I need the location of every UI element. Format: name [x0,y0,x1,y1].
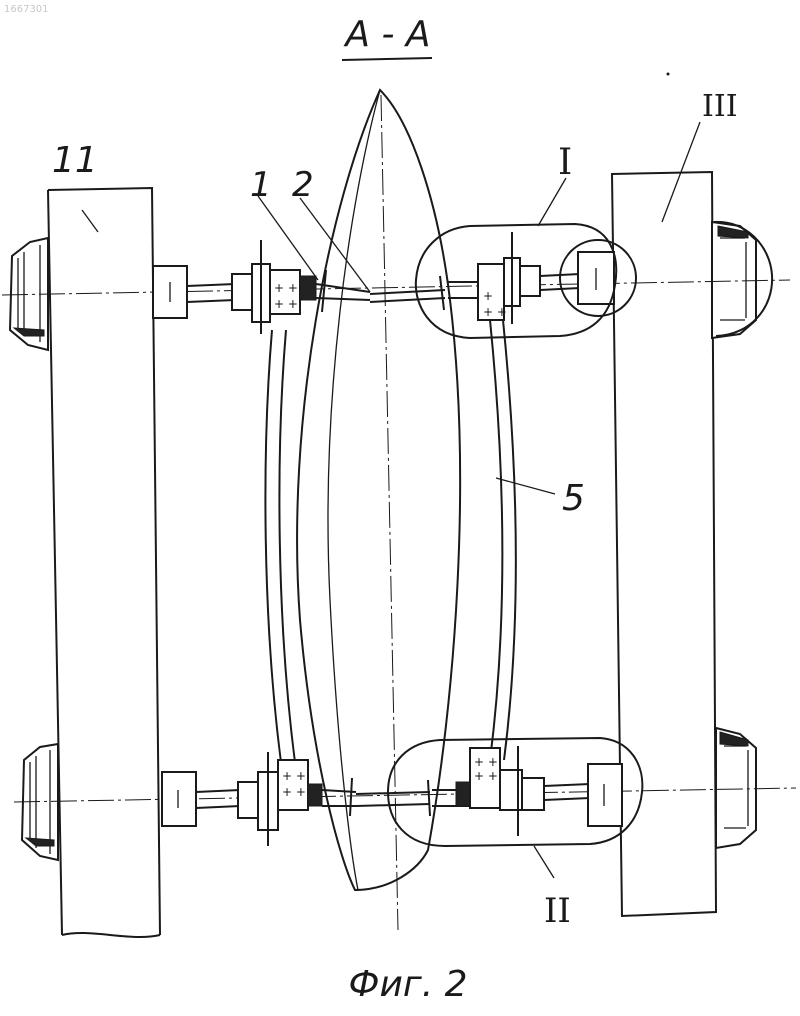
label-detail-II: II [544,891,571,931]
top-shaft-assembly: + + + + + + + [153,232,614,334]
figure-caption: Фиг. 2 [348,964,467,1005]
svg-text:+ +: + + [474,755,498,769]
stray-dot [667,73,670,76]
label-frame: 11 [52,140,98,181]
watermark-number: 1667301 [4,4,49,15]
right-support-rods [490,320,516,760]
label-detail-I: I [558,142,572,183]
left-support-rods [265,330,296,770]
label-part-2: 2 [292,165,314,205]
bottom-shaft-axis [14,788,796,802]
svg-text:+ +: + + [282,769,306,783]
section-title-underline [342,58,432,60]
svg-text:+ +: + + [282,785,306,799]
right-bottom-nut [716,728,756,848]
svg-text:+ +: + + [274,297,298,311]
label-blade: 5 [562,478,585,519]
section-title: А - А [343,14,430,55]
label-detail-III: III [702,89,738,124]
right-top-nut [712,222,756,338]
bottom-shaft-assembly: + + + + + + + + [162,746,622,846]
svg-text:+ +: + + [474,769,498,783]
label-part-1: 1 [250,165,272,205]
svg-text:+ +: + + [274,281,298,295]
blade-profile [297,90,460,890]
right-frame [612,172,716,916]
svg-text:+: + [483,289,493,303]
left-frame [48,188,160,937]
svg-text:+ +: + + [483,305,507,319]
